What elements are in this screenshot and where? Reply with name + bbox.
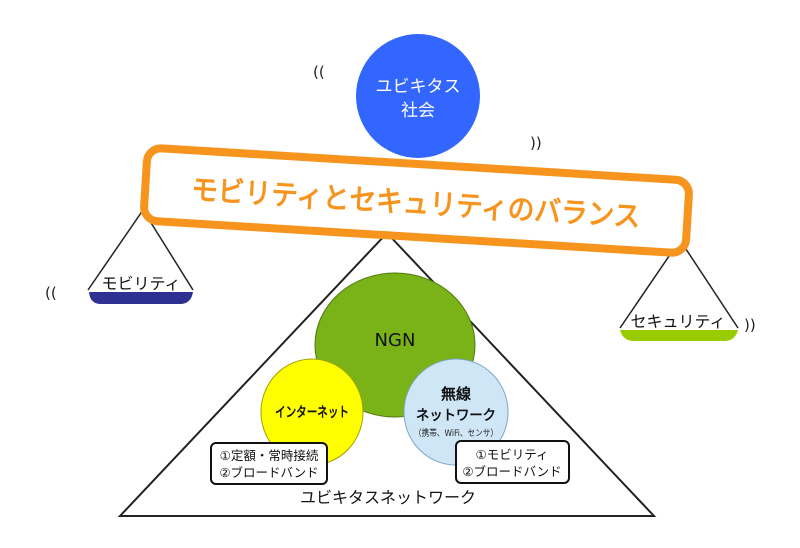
right-scale-string-right [679, 239, 739, 329]
internet-label: インターネット [275, 405, 349, 421]
mobility-pan-base [89, 292, 193, 304]
ubiquitous-society-line2: 社会 [401, 101, 435, 121]
wave-mark-right: )) [744, 316, 756, 334]
internet-features-frame [210, 442, 328, 485]
wireless-features-frame [455, 440, 570, 484]
internet-feature-1: ①定額・常時接続 [220, 448, 319, 463]
wireless-features-box: ①モビリティ ②ブロードバンド [455, 440, 570, 484]
ngn-label: NGN [375, 330, 416, 351]
wave-mark-top-left: (( [313, 63, 325, 81]
wireless-network-circle: 無線 ネットワーク （携帯、WiFi、センサ） [403, 358, 509, 466]
wireless-line3: （携帯、WiFi、センサ） [414, 427, 498, 439]
security-pan-base [620, 330, 738, 341]
balance-banner-frame [140, 144, 693, 257]
wave-mark-top-right: )) [530, 134, 542, 152]
wireless-feature-1: ①モビリティ [476, 447, 549, 462]
mobility-pan-label: モビリティ [101, 274, 180, 293]
security-pan: セキュリティ [620, 312, 738, 341]
left-scale-string-left [87, 209, 144, 291]
wave-mark-left: (( [45, 284, 57, 302]
wireless-feature-2: ②ブロードバンド [462, 464, 561, 479]
internet-circle: インターネット [260, 358, 364, 466]
internet-feature-2: ②ブロードバンド [219, 465, 318, 480]
internet-features-box: ①定額・常時接続 ②ブロードバンド [210, 442, 328, 485]
ubiquitous-society-ellipse [356, 34, 480, 158]
security-pan-label: セキュリティ [630, 312, 725, 331]
ubiquitous-society-line1: ユビキタス [376, 77, 461, 97]
ubiquitous-network-label: ユビキタスネットワーク [300, 488, 476, 507]
ubiquitous-society-circle: ユビキタス 社会 [356, 34, 480, 158]
mobility-pan: モビリティ [89, 274, 193, 304]
wireless-line2: ネットワーク [416, 408, 496, 424]
balance-banner: モビリティとセキュリティのバランス [140, 144, 693, 257]
wireless-line1: 無線 [441, 385, 471, 403]
